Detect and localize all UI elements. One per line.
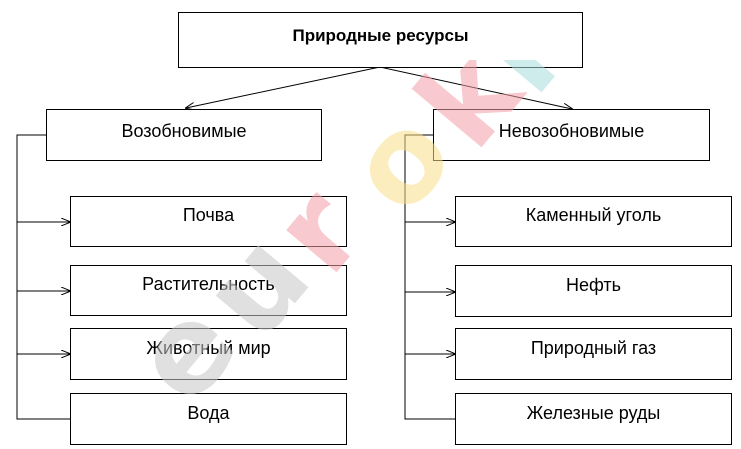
- renewable-item-water: Вода: [70, 393, 347, 445]
- item-label: Каменный уголь: [525, 205, 662, 225]
- renewable-item-wildlife: Животный мир: [70, 328, 347, 380]
- arrow-root-to-renewable: [186, 66, 381, 108]
- item-label: Вода: [187, 402, 230, 423]
- category-nonrenewable: Невозобновимые: [433, 109, 710, 161]
- renewable-item-vegetation: Растительность: [70, 265, 347, 316]
- arrow-root-to-nonrenewable: [379, 66, 572, 109]
- nonrenewable-item-oil: Нефть: [455, 265, 732, 317]
- item-label: Животный мир: [146, 337, 271, 358]
- nonrenewable-item-iron-ore: Железные руды: [455, 393, 732, 445]
- root-label: Природные ресурсы: [292, 26, 469, 45]
- category-renewable: Возобновимые: [46, 109, 322, 161]
- item-label: Железные руды: [526, 402, 661, 423]
- nonrenewable-item-gas: Природный газ: [455, 328, 732, 380]
- renewable-item-soil: Почва: [70, 196, 347, 247]
- renewable-bracket: [16, 134, 70, 420]
- root-node: Природные ресурсы: [178, 12, 583, 68]
- category-nonrenewable-label: Невозобновимые: [498, 120, 645, 141]
- item-label: Нефть: [565, 274, 622, 295]
- item-label: Почва: [182, 205, 235, 225]
- item-label: Растительность: [142, 274, 275, 294]
- item-label: Природный газ: [530, 337, 657, 358]
- nonrenewable-bracket: [404, 134, 455, 420]
- nonrenewable-item-coal: Каменный уголь: [455, 196, 732, 247]
- category-renewable-label: Возобновимые: [121, 120, 247, 141]
